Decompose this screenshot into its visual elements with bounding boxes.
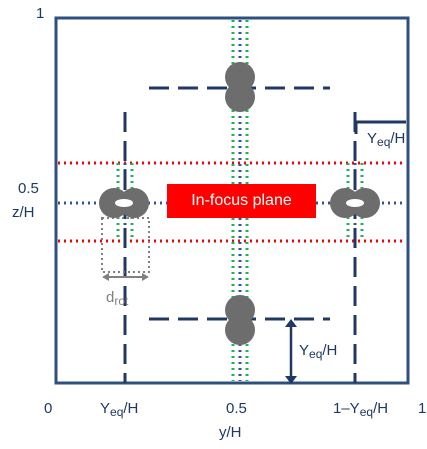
yeq-label-arrow: Yeq/H bbox=[299, 343, 337, 360]
axis-x-zero: 0 bbox=[44, 400, 53, 417]
yeq-sub: eq bbox=[359, 405, 374, 419]
yeq-over-h: /H bbox=[390, 130, 406, 147]
tick-yeq-right: 1–Yeq/H bbox=[333, 401, 388, 418]
yeq-arrow bbox=[285, 319, 297, 384]
in-focus-plane-label: In-focus plane bbox=[167, 184, 316, 218]
axis-x-one: 1 bbox=[418, 400, 427, 417]
tick-yeq-left: Yeq/H bbox=[100, 401, 138, 418]
channel-boundary bbox=[54, 16, 410, 385]
particle-top bbox=[225, 62, 255, 112]
axis-top-one: 1 bbox=[36, 5, 45, 22]
drot-sub: rot bbox=[114, 294, 129, 308]
yeq-symbol: Y bbox=[100, 400, 111, 417]
particle-bottom bbox=[225, 295, 255, 345]
yeq-symbol: Y bbox=[299, 342, 310, 359]
yeq-symbol: Y bbox=[367, 130, 378, 147]
particle-left bbox=[99, 188, 149, 218]
axis-z-half: 0.5 bbox=[18, 180, 39, 197]
yeq-sub: eq bbox=[309, 347, 323, 361]
axis-z-label: z/H bbox=[12, 204, 35, 221]
drot-arrow bbox=[102, 273, 149, 281]
drot-symbol: d bbox=[106, 289, 115, 306]
drot-label: drot bbox=[106, 290, 128, 307]
axis-x-half: 0.5 bbox=[226, 400, 247, 417]
yeq-over-h: /H bbox=[373, 400, 389, 417]
yeq-marker-top bbox=[354, 120, 406, 134]
yeq-sub: eq bbox=[377, 135, 391, 149]
axis-y-label: y/H bbox=[219, 424, 242, 441]
particle-right bbox=[330, 188, 380, 218]
yeq-sub: eq bbox=[110, 405, 124, 419]
drot-bracket bbox=[101, 217, 150, 273]
yeq-over-h: /H bbox=[123, 400, 139, 417]
yeq-label-top: Yeq/H bbox=[367, 131, 405, 148]
one-minus-symbol: 1–Y bbox=[333, 400, 360, 417]
yeq-over-h: /H bbox=[322, 342, 338, 359]
